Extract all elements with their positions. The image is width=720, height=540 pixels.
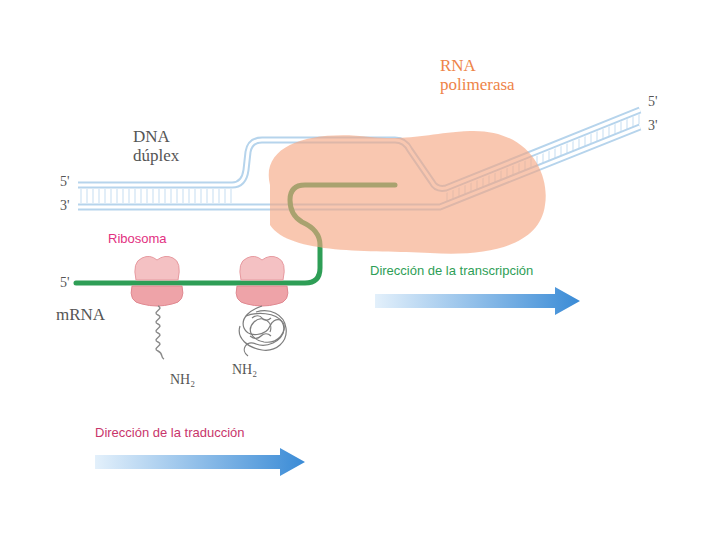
strand-end: 5' <box>60 275 76 290</box>
ribosome-label: Ribosoma <box>108 232 198 246</box>
amino-terminus: NH₂ <box>170 372 210 387</box>
polymerase-shape <box>269 131 546 254</box>
polymerase-outline <box>250 125 550 260</box>
direction-arrow <box>375 287 580 315</box>
direction-arrow <box>95 448 305 476</box>
polypeptide-chain <box>156 306 164 359</box>
structure-label: DNA dúplex <box>133 128 213 165</box>
direction-label: Dirección de la transcripción <box>370 264 610 278</box>
enzyme-label: RNA polimerasa <box>440 57 550 94</box>
base-pairs <box>80 189 232 203</box>
polypeptide-chain <box>239 306 286 356</box>
ribosome <box>236 256 288 306</box>
molecule-label: mRNA <box>56 306 116 325</box>
strand-end: 5' <box>648 94 664 109</box>
strand-end: 3' <box>648 118 664 133</box>
strand-end: 5' <box>60 174 76 189</box>
amino-terminus: NH₂ <box>232 362 272 377</box>
strand-end: 3' <box>60 198 76 213</box>
polymerase-blob: RNA polimerasa <box>250 125 550 260</box>
direction-label: Dirección de la traducción <box>95 426 325 440</box>
ribosome <box>131 256 183 306</box>
